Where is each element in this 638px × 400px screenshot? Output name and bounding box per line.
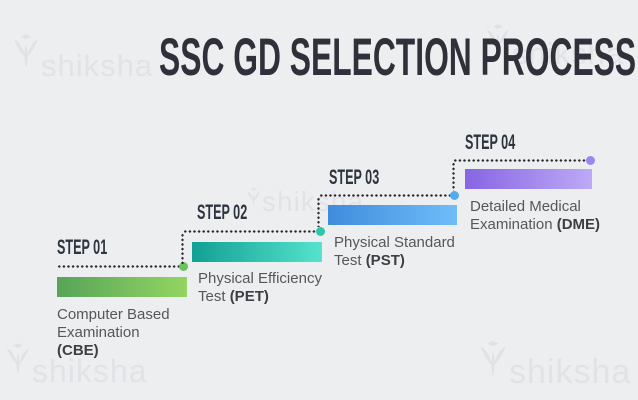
step-1-label: STEP 01 <box>57 237 141 258</box>
step-3-bar <box>328 205 457 225</box>
step-3-abbr: (PST) <box>365 252 405 269</box>
step-4-dot <box>586 156 595 165</box>
step-4-vertical-connector <box>452 162 455 191</box>
step-4-bar <box>465 169 592 189</box>
step-2-label: STEP 02 <box>197 202 281 223</box>
step-3-dotted-line <box>319 194 458 197</box>
step-3-name: Physical Standard Test <box>334 234 455 269</box>
step-4-description: Detailed Medical Examination (DME) <box>470 198 624 234</box>
step-3-dot <box>450 191 459 200</box>
step-2-dot <box>316 227 325 236</box>
step-2-bar <box>192 242 322 262</box>
step-1-label-text: STEP 01 <box>57 236 108 259</box>
step-4-dotted-line <box>453 159 594 162</box>
step-3-description: Physical Standard Test (PST) <box>334 234 470 270</box>
step-1-description: Computer Based Examination (CBE) <box>57 306 173 360</box>
step-1-bar <box>57 277 187 297</box>
page-title: SSC GD SELECTION PROCESS <box>0 31 638 84</box>
step-2-vertical-connector <box>181 233 184 264</box>
step-1-abbr: (CBE) <box>57 342 99 359</box>
step-2-label-text: STEP 02 <box>197 201 248 224</box>
step-2-dotted-line <box>183 230 324 233</box>
step-4-name: Detailed Medical Examination <box>470 198 581 233</box>
step-1-dot <box>179 262 188 271</box>
step-1-name: Computer Based Examination <box>57 306 170 341</box>
step-2-name: Physical Efficiency Test <box>198 270 322 305</box>
step-2-abbr: (PET) <box>229 288 269 305</box>
step-1-dotted-line <box>57 265 187 268</box>
step-3-label: STEP 03 <box>329 167 413 188</box>
step-4-label: STEP 04 <box>465 132 549 153</box>
step-2-description: Physical Efficiency Test (PET) <box>198 270 334 306</box>
step-4-label-text: STEP 04 <box>465 131 516 154</box>
step-3-vertical-connector <box>317 197 320 227</box>
step-4-abbr: (DME) <box>556 216 601 233</box>
step-3-label-text: STEP 03 <box>329 166 380 189</box>
page-title-text: SSC GD SELECTION PROCESS <box>159 28 637 87</box>
